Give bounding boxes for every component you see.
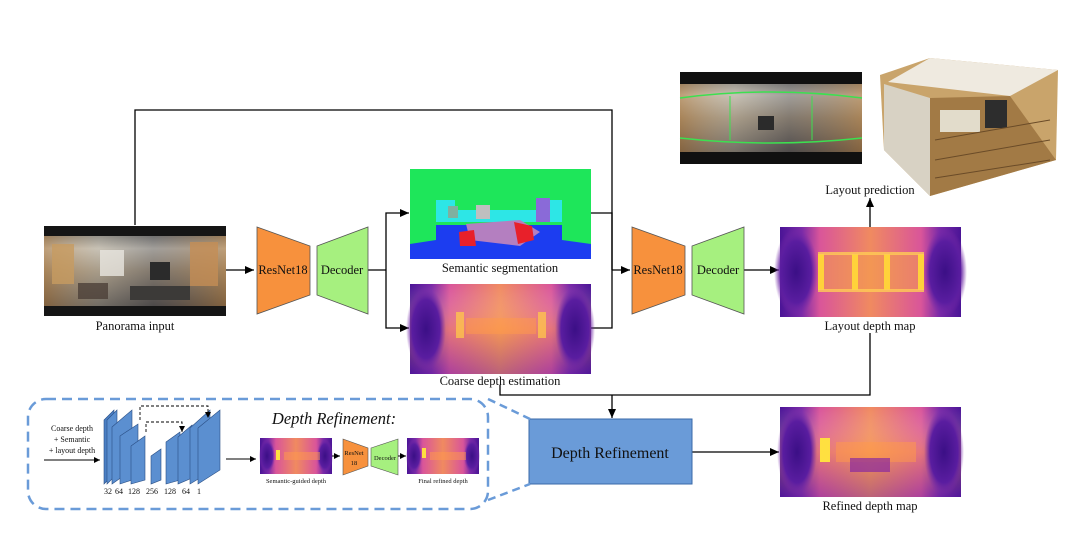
arrow-to-coarse	[385, 270, 409, 332]
refinement-box-label: Depth Refinement	[551, 445, 669, 462]
final-refined-depth-image	[406, 438, 480, 474]
coarse-depth-image	[406, 284, 595, 374]
coarse-label: Coarse depth estimation	[440, 374, 562, 388]
arrow-coarse-merge	[591, 270, 613, 329]
arrow-layout-refine	[612, 333, 871, 396]
inset-encoder: ResNet 18	[342, 438, 369, 476]
semantic-guided-depth-image	[259, 438, 333, 474]
encoder-2: ResNet18	[631, 226, 686, 315]
layout-3d-room-image	[880, 58, 1058, 196]
connectors	[134, 109, 874, 456]
inset-encoder-line-2: 18	[351, 460, 358, 467]
inset-input-line-1: Coarse depth	[51, 424, 93, 433]
semantic-label: Semantic segmentation	[442, 261, 559, 275]
channel-1: 1	[197, 487, 201, 496]
decoder-1-label: Decoder	[321, 263, 364, 277]
bypass-line	[134, 109, 613, 270]
inset-border	[26, 397, 490, 511]
inset-input-line-2: + Semantic	[54, 435, 91, 444]
unet-blocks	[103, 405, 221, 485]
arrow-to-semantic	[385, 209, 409, 270]
decoder-2-label: Decoder	[697, 263, 740, 277]
layout-panorama-image	[679, 72, 863, 164]
refined-depth-image	[777, 407, 964, 497]
inset-title: Depth Refinement:	[271, 409, 396, 428]
layout-depth-label: Layout depth map	[825, 319, 916, 333]
channel-32: 32	[104, 487, 112, 496]
semantic-guided-label: Semantic-guided depth	[266, 478, 327, 485]
callout-line-bottom	[487, 482, 531, 502]
encoder-1-label: ResNet18	[258, 263, 307, 277]
layout-depth-image	[774, 227, 967, 317]
refinement-detail-inset: Coarse depth + Semantic + layout depth 3…	[26, 397, 490, 511]
decoder-1: Decoder	[316, 226, 369, 315]
arrow-coarse-refine	[499, 385, 612, 396]
final-refined-label: Final refined depth	[418, 478, 468, 485]
encoder-1: ResNet18	[256, 226, 311, 315]
panorama-image	[44, 226, 226, 316]
depth-refinement-box: Depth Refinement	[528, 418, 693, 485]
arrow-semantic-merge	[591, 212, 613, 270]
channel-256: 256	[146, 487, 158, 496]
decoder-2: Decoder	[691, 226, 745, 315]
inset-decoder-label: Decoder	[374, 455, 397, 462]
refined-label: Refined depth map	[822, 499, 917, 513]
inset-input-line-3: + layout depth	[49, 446, 95, 455]
inset-decoder: Decoder	[370, 438, 399, 476]
panorama-label: Panorama input	[96, 319, 175, 333]
encoder-2-label: ResNet18	[633, 263, 682, 277]
layout-prediction-label: Layout prediction	[825, 183, 915, 197]
channel-128b: 128	[164, 487, 176, 496]
inset-encoder-line-1: ResNet	[344, 450, 363, 457]
channel-64b: 64	[182, 487, 190, 496]
callout-line-top	[487, 397, 531, 421]
channel-64: 64	[115, 487, 123, 496]
semantic-segmentation-image	[410, 169, 591, 259]
channel-128: 128	[128, 487, 140, 496]
